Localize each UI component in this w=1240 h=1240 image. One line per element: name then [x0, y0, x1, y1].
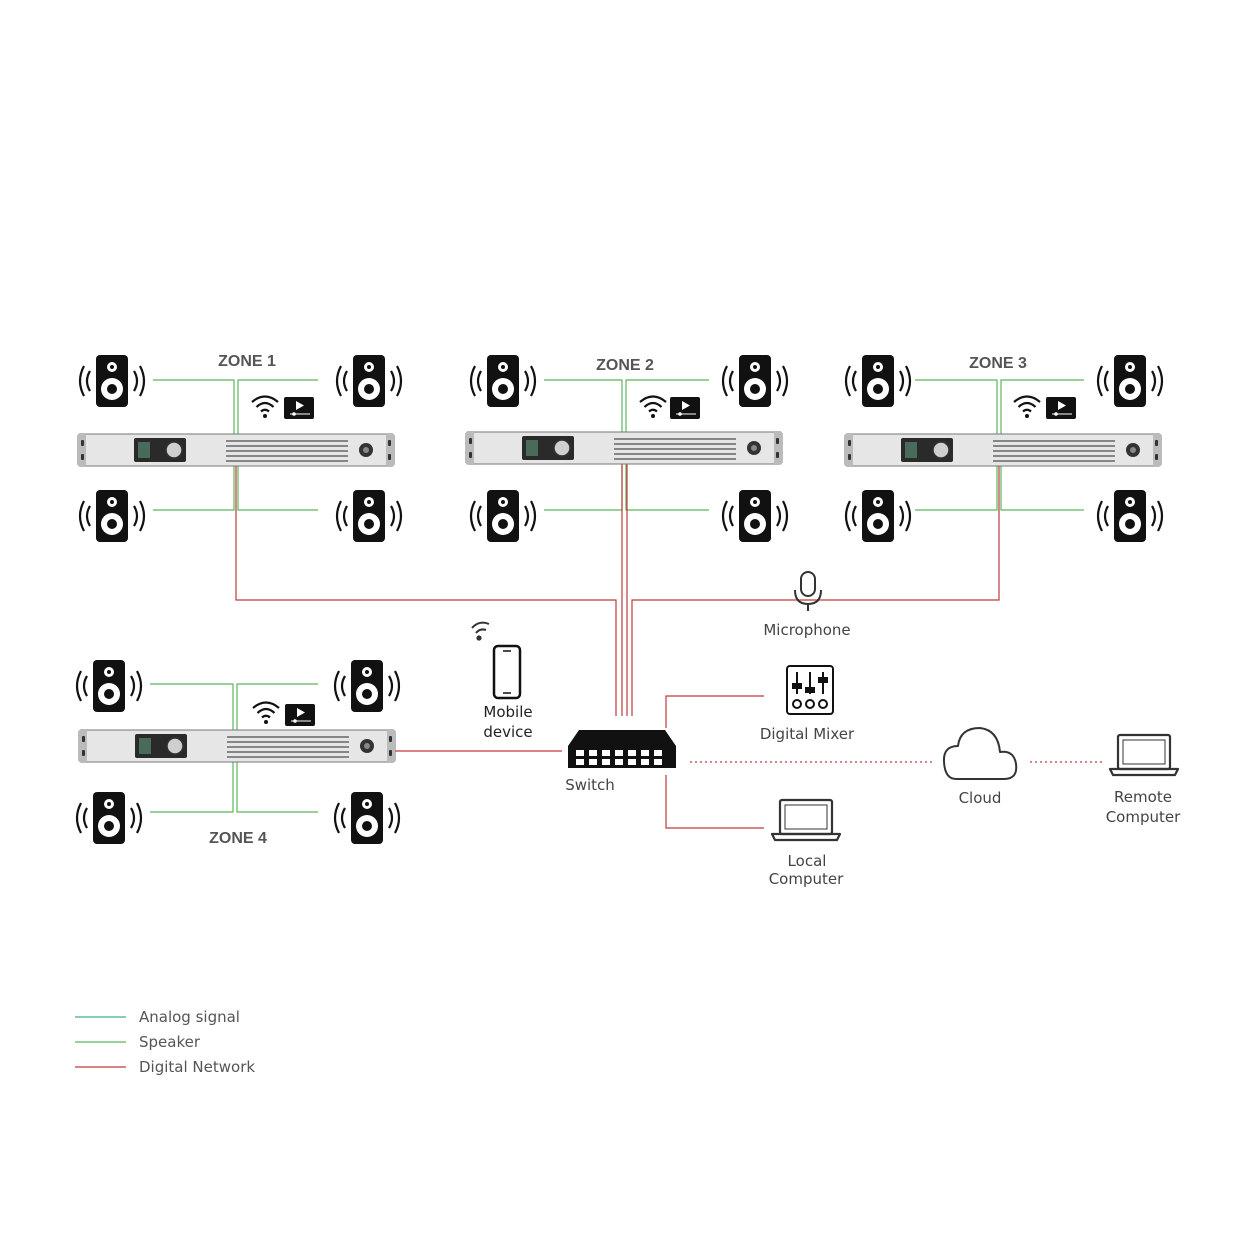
zone-3-speaker-icon [1096, 353, 1164, 409]
zone-3-speaker-icon [844, 353, 912, 409]
mobile-device-icon [492, 644, 522, 700]
local-computer-icon [770, 798, 842, 842]
zone-2-speaker-icon [469, 488, 537, 544]
zone-1-speaker-icon [78, 488, 146, 544]
zone-1-player-icon [283, 396, 315, 420]
zone-2-speaker-icon [721, 353, 789, 409]
zone-4-speaker-lines [150, 683, 318, 813]
zone-4-speaker-icon [75, 658, 143, 714]
local-computer-label-line-2: Computer [769, 870, 844, 888]
switch-icon [568, 730, 676, 768]
zone-1-speaker-lines [153, 379, 318, 511]
zone-1-label: ZONE 1 [218, 353, 276, 370]
zone-3-speaker-icon [1096, 488, 1164, 544]
zone-4-speaker-icon [333, 790, 401, 846]
microphone-icon [794, 571, 822, 611]
remote-computer-label-line-1: Remote [1114, 788, 1172, 806]
zone-4-speaker-icon [75, 790, 143, 846]
remote-computer-label-line-2: Computer [1106, 808, 1181, 826]
zone-2-amplifier [465, 431, 783, 465]
zone-1-wifi-icon [250, 395, 280, 420]
zone-3-amplifier [844, 433, 1162, 467]
mobile-device-label-line-1: Mobile [483, 703, 532, 721]
zone-2-label: ZONE 2 [596, 357, 654, 374]
zone-2-speaker-icon [721, 488, 789, 544]
digital-mixer-icon [786, 665, 834, 715]
zone-3-speaker-icon [844, 488, 912, 544]
zone-1-speaker-icon [335, 488, 403, 544]
digital-network-lines [235, 464, 1000, 829]
legend-label-speaker: Speaker [139, 1033, 201, 1051]
zone-2-speaker-icon [469, 353, 537, 409]
legend-label-analog: Analog signal [139, 1008, 240, 1026]
legend: Analog signal Speaker Digital Network [75, 1008, 255, 1076]
zone-1-speaker-icon [335, 353, 403, 409]
zone-3-player-icon [1045, 396, 1077, 420]
switch-label: Switch [565, 776, 615, 794]
cloud-label: Cloud [959, 789, 1002, 807]
zone-1-amplifier [77, 433, 395, 467]
zone-4-wifi-icon [251, 701, 281, 726]
zone-2-wifi-icon [638, 395, 668, 420]
zone-4-label: ZONE 4 [209, 830, 267, 847]
zone-3-speaker-lines [915, 379, 1084, 511]
digital-mixer-label: Digital Mixer [760, 725, 855, 743]
zone-1-speaker-icon [78, 353, 146, 409]
zone-4-amplifier [78, 729, 396, 763]
mobile-wifi-icon [471, 621, 490, 641]
cloud-icon [942, 727, 1018, 780]
zone-3-label: ZONE 3 [969, 355, 1027, 372]
zone-3-wifi-icon [1012, 395, 1042, 420]
zone-4-speaker-icon [333, 658, 401, 714]
remote-computer-icon [1108, 733, 1180, 777]
mobile-device-label-line-2: device [483, 723, 532, 741]
microphone-label: Microphone [763, 621, 850, 639]
legend-label-network: Digital Network [139, 1058, 255, 1076]
local-computer-label-line-1: Local [788, 852, 827, 870]
zone-2-player-icon [669, 396, 701, 420]
zone-4-player-icon [284, 703, 316, 727]
